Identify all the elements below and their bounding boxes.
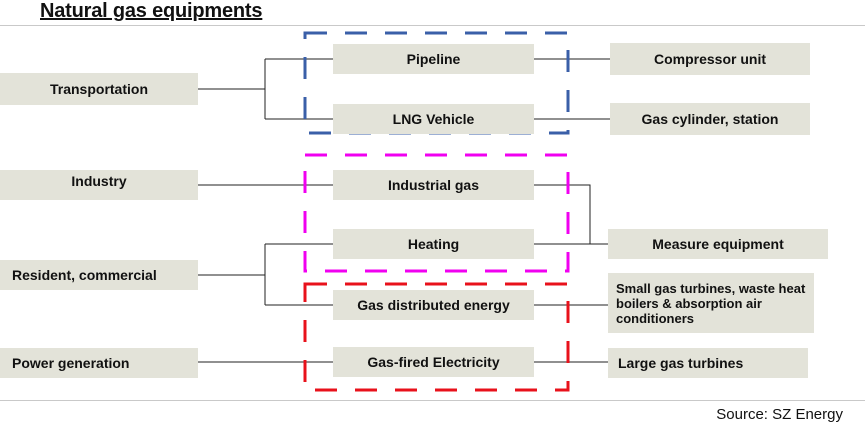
output-large-turbines: Large gas turbines bbox=[608, 348, 808, 378]
diagram-title: Natural gas equipments bbox=[40, 0, 263, 22]
output-compressor: Compressor unit bbox=[610, 43, 810, 75]
sector-resident-label: Resident, commercial bbox=[12, 267, 157, 283]
group-heat-frame bbox=[303, 153, 570, 273]
output-measure: Measure equipment bbox=[608, 229, 828, 259]
equipment-pipeline: Pipeline bbox=[333, 44, 534, 74]
output-cylinder: Gas cylinder, station bbox=[610, 103, 810, 135]
connector-measure bbox=[534, 184, 608, 245]
connector-resident bbox=[198, 243, 333, 306]
source-note: Source: SZ Energy bbox=[716, 406, 843, 423]
sector-resident: Resident, commercial bbox=[0, 260, 198, 290]
connector-transport bbox=[198, 58, 333, 120]
sector-industry: Industry bbox=[0, 170, 198, 200]
group-power-frame bbox=[303, 282, 570, 392]
bottom-rule bbox=[0, 400, 865, 401]
equipment-distributed-energy: Gas distributed energy bbox=[333, 290, 534, 320]
equipment-lng-vehicle: LNG Vehicle bbox=[333, 104, 534, 134]
equipment-gas-fired: Gas-fired Electricity bbox=[333, 347, 534, 377]
sector-power: Power generation bbox=[0, 348, 198, 378]
sector-transportation: Transportation bbox=[0, 73, 198, 105]
equipment-industrial-gas: Industrial gas bbox=[333, 170, 534, 200]
top-rule bbox=[0, 25, 865, 26]
output-small-turbines: Small gas turbines, waste heat boilers &… bbox=[608, 273, 814, 333]
equipment-heating: Heating bbox=[333, 229, 534, 259]
